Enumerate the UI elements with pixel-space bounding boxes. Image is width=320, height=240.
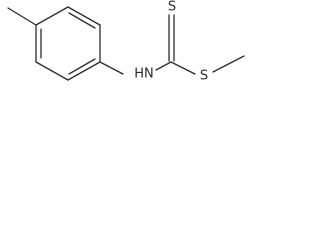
thioether-methyl-bond xyxy=(212,55,245,73)
carbon-to-thioether-sulfur-bond xyxy=(170,61,196,75)
ring-bond-5 xyxy=(35,61,69,81)
ring-bond-4 xyxy=(67,61,101,81)
chemical-structure-diagram: HN S S xyxy=(7,0,245,84)
ring-double-bond-inner-2 xyxy=(68,58,96,75)
amine-nitrogen-label: HN xyxy=(134,67,154,82)
thione-sulfur-label: S xyxy=(168,0,176,15)
ring-to-nitrogen-bond xyxy=(99,61,124,75)
ring-methyl-bond xyxy=(7,7,37,26)
nitrogen-to-carbon-bond xyxy=(155,61,172,71)
ring-bond-1 xyxy=(35,6,69,26)
benzene-ring xyxy=(35,6,101,81)
thioether-sulfur-label: S xyxy=(200,69,208,84)
ring-bond-2 xyxy=(67,6,101,26)
ring-double-bond-inner-1 xyxy=(68,12,96,29)
